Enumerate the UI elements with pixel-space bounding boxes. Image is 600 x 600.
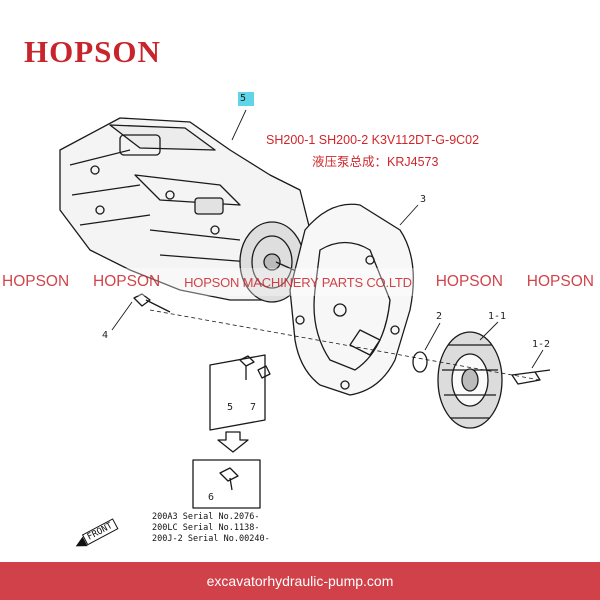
down-arrow bbox=[217, 431, 249, 453]
hopson-logo: HOPSON bbox=[24, 34, 161, 69]
serial-note: 200A3 Serial No.2076- bbox=[152, 512, 260, 522]
callout-3: 3 bbox=[420, 194, 427, 205]
watermark-text: HOPSON bbox=[93, 273, 161, 290]
watermark-text: HOPSON bbox=[2, 273, 70, 290]
callout-5: 5 bbox=[227, 402, 234, 413]
bolt-1-2 bbox=[511, 369, 551, 385]
serial-notes: 200A3 Serial No.2076- 200LC Serial No.11… bbox=[152, 512, 270, 545]
model-title: SH200-1 SH200-2 K3V112DT-G-9C02 bbox=[266, 133, 480, 147]
callout-1-2: 1-2 bbox=[532, 339, 551, 350]
callout-4: 4 bbox=[102, 330, 109, 341]
watermark-text: HOPSON bbox=[435, 273, 503, 290]
callout-6: 6 bbox=[208, 492, 215, 503]
coupling-1-1 bbox=[437, 331, 503, 429]
parts-box-6 bbox=[192, 459, 261, 509]
callout-2: 2 bbox=[436, 311, 443, 322]
snap-ring-2 bbox=[412, 351, 428, 373]
watermark-text: HOPSON bbox=[526, 273, 594, 290]
flywheel-housing bbox=[289, 203, 414, 396]
callout-5-top: 5 bbox=[240, 93, 247, 104]
assembly-part-number: 液压泵总成：KRJ4573 bbox=[312, 155, 439, 169]
bolt-4 bbox=[133, 293, 171, 313]
callout-highlight bbox=[238, 92, 254, 106]
pump-exploded-diagram bbox=[59, 109, 551, 509]
watermark-text: HOPSON MACHINERY PARTS CO.LTD bbox=[184, 274, 412, 290]
footer-bar: excavatorhydraulic-pump.com bbox=[0, 562, 600, 600]
callout-7: 7 bbox=[250, 402, 257, 413]
parts-box-5-7 bbox=[209, 354, 266, 431]
footer-url[interactable]: excavatorhydraulic-pump.com bbox=[206, 573, 394, 589]
serial-note: 200J-2 Serial No.00240- bbox=[152, 534, 270, 544]
callout-1-1: 1-1 bbox=[488, 311, 507, 322]
serial-note: 200LC Serial No.1138- bbox=[152, 523, 260, 533]
watermark-band: HOPSON HOPSON HOPSON MACHINERY PARTS CO.… bbox=[0, 268, 600, 296]
